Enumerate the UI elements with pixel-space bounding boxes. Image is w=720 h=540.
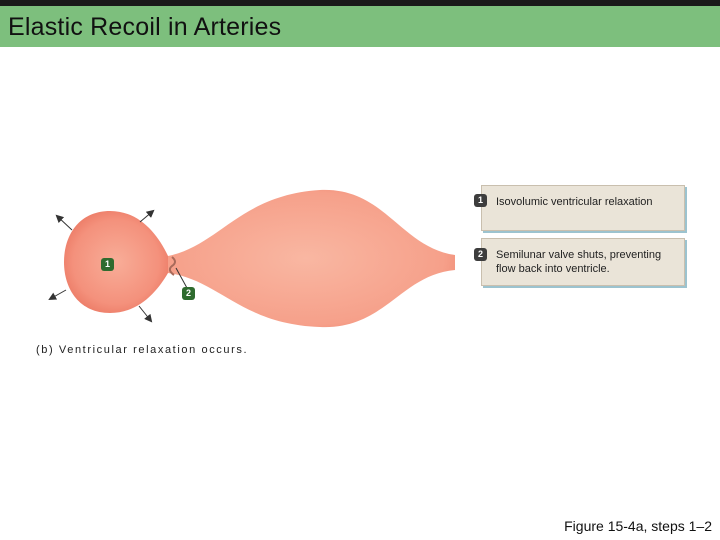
page-title: Elastic Recoil in Arteries	[8, 13, 282, 41]
title-bar: Elastic Recoil in Arteries	[0, 6, 720, 47]
step-2-text: Semilunar valve shuts, preventing flow b…	[496, 249, 662, 275]
arrow-up-right	[139, 209, 155, 223]
artery-body	[168, 189, 455, 328]
figure-label: Figure 15-4a, steps 1–2	[564, 518, 712, 534]
ventricle-body	[64, 211, 168, 313]
semilunar-valve	[168, 256, 176, 276]
step-2-callout: Semilunar valve shuts, preventing flow b…	[481, 238, 685, 286]
step-1-badge: 1	[474, 194, 487, 207]
part-caption: (b) Ventricular relaxation occurs.	[36, 344, 249, 356]
arrow-up-left	[55, 214, 73, 231]
marker-ventricle: 1	[101, 258, 114, 271]
valve-leader-line	[175, 267, 188, 289]
step-1-callout: Isovolumic ventricular relaxation	[481, 185, 685, 231]
top-rule	[0, 0, 720, 6]
step-2-badge: 2	[474, 248, 487, 261]
step-1-text: Isovolumic ventricular relaxation	[496, 196, 653, 208]
arrow-down-left	[48, 289, 67, 300]
arrow-down-right	[138, 305, 153, 323]
marker-valve: 2	[182, 287, 195, 300]
